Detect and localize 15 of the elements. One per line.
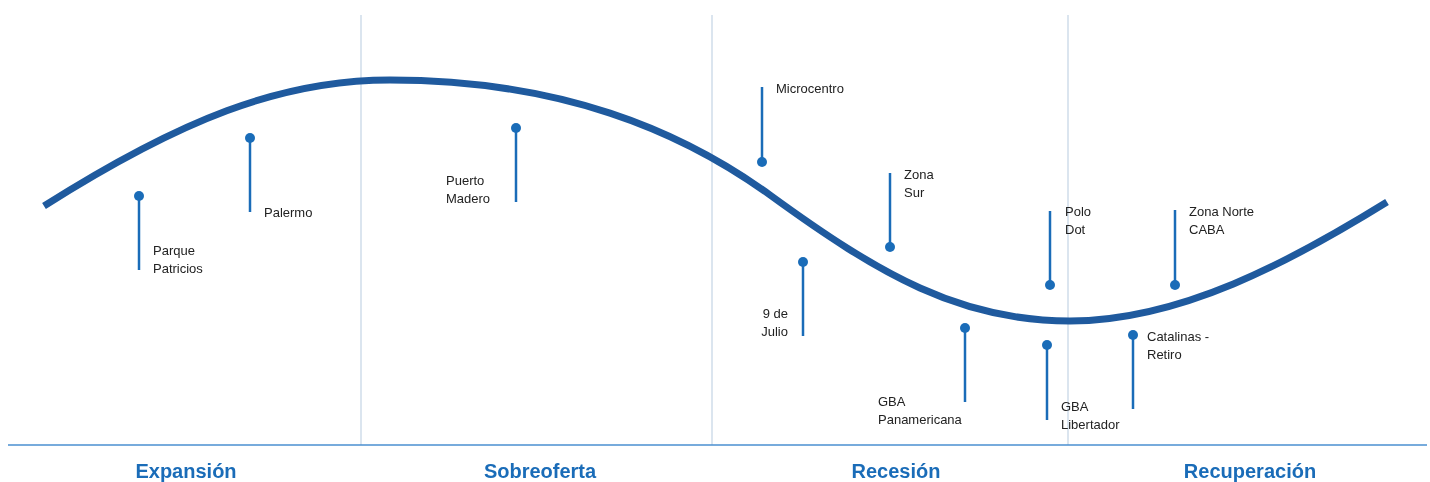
location-label: Zona Norte CABA [1189, 203, 1256, 239]
location-label: 9 de Julio [760, 305, 788, 341]
location-label: Parque Patricios [153, 242, 204, 278]
location-label: Microcentro [776, 80, 845, 98]
location-label: Palermo [264, 204, 314, 222]
phase-label: Recesión [851, 459, 941, 482]
location-label: Puerto Madero [446, 172, 492, 208]
location-label: GBA Libertador [1061, 398, 1121, 434]
location-label: Catalinas -Retiro [1147, 328, 1211, 364]
location-label: GBA Panamericana [878, 393, 963, 429]
location-label: Polo Dot [1065, 203, 1093, 239]
location-label: Zona Sur [904, 166, 935, 202]
phase-label: Expansión [135, 459, 237, 482]
phase-label: Sobreoferta [483, 459, 597, 482]
phase-label: Recuperación [1183, 459, 1317, 482]
